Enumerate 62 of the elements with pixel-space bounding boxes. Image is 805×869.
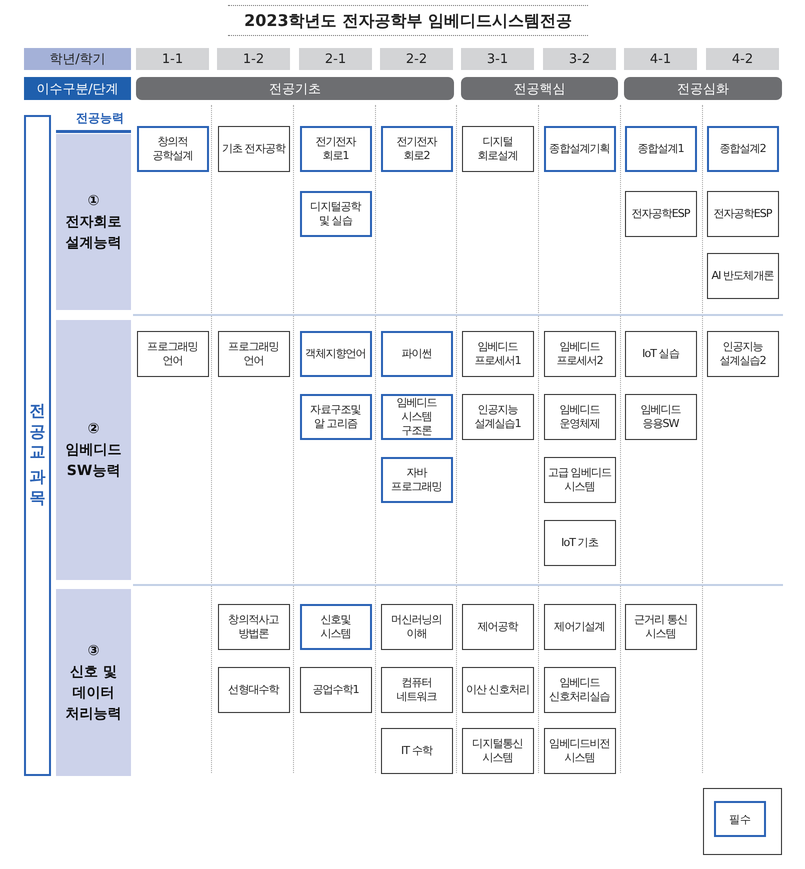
competency-panel: ③ 신호 및 데이터 처리능력 (56, 589, 131, 776)
course-box: 종합설계기획 (544, 126, 616, 172)
course-box: 공업수학1 (300, 667, 372, 713)
course-box: 전자공학ESP (624, 191, 696, 237)
course-box: 임베디드 응용SW (624, 394, 696, 440)
semester-cell: 3-2 (543, 48, 616, 70)
course-box: 자바 프로그래밍 (380, 457, 452, 503)
legend-sample: 필수 (714, 801, 766, 837)
course-box: 임베디드 신호처리실습 (544, 667, 616, 713)
course-box: 창의적 공학설계 (136, 126, 208, 172)
course-box: AI 반도체개론 (706, 253, 778, 299)
competency-panel: ② 임베디드 SW능력 (56, 320, 131, 580)
competency-panel: ① 전자회로 설계능력 (56, 134, 131, 310)
course-box: 고급 임베디드 시스템 (544, 457, 616, 503)
course-box: 자료구조및 알 고리즘 (300, 394, 372, 440)
course-box: 종합설계1 (624, 126, 696, 172)
course-box: 객체지향언어 (300, 331, 372, 377)
course-box: 임베디드 시스템 구조론 (380, 394, 452, 440)
title: 2023학년도 전자공학부 임베디드시스템전공 (243, 10, 573, 32)
course-box: 인공지능 설계실습2 (706, 331, 778, 377)
header-cell: 이수구분/단계 (24, 77, 131, 100)
course-box: 이산 신호처리 (462, 667, 534, 713)
course-box: 근거리 통신 시스템 (624, 604, 696, 650)
semester-cell: 4-2 (706, 48, 779, 70)
course-box: 전자공학ESP (706, 191, 778, 237)
course-box: 컴퓨터 네트워크 (380, 667, 452, 713)
course-box: 제어공학 (462, 604, 534, 650)
stage-band: 전공핵심 (461, 77, 618, 100)
course-box: 선형대수학 (218, 667, 290, 713)
course-box: 종합설계2 (706, 126, 778, 172)
course-box: 기초 전자공학 (218, 126, 290, 172)
stage-band: 전공기초 (136, 77, 454, 100)
course-box: 디지털통신 시스템 (462, 728, 534, 774)
semester-cell: 2-2 (380, 48, 453, 70)
course-box: 디지털 회로설계 (462, 126, 534, 172)
course-box: IoT 실습 (624, 331, 696, 377)
course-box: 임베디드 프로세서1 (462, 331, 534, 377)
header-cell: 학년/학기 (24, 48, 131, 70)
course-box: 제어기설계 (544, 604, 616, 650)
course-box: 창의적사고 방법론 (218, 604, 290, 650)
stage-band: 전공심화 (624, 77, 782, 100)
category-box: 전공교과목 (24, 115, 51, 776)
course-box: 파이썬 (380, 331, 452, 377)
course-box: 인공지능 설계실습1 (462, 394, 534, 440)
course-box: 전기전자 회로1 (300, 126, 372, 172)
course-box: IoT 기초 (544, 520, 616, 566)
course-box: 임베디드 운영체제 (544, 394, 616, 440)
course-box: 전기전자 회로2 (380, 126, 452, 172)
course-box: 신호및 시스템 (300, 604, 372, 650)
course-box: 프로그래밍 언어 (218, 331, 290, 377)
course-box: IT 수학 (380, 728, 452, 774)
course-box: 디지털공학 및 실습 (300, 191, 372, 237)
course-box: 머신러닝의 이해 (380, 604, 452, 650)
semester-cell: 3-1 (461, 48, 534, 70)
semester-cell: 4-1 (624, 48, 697, 70)
course-box: 임베디드비전 시스템 (544, 728, 616, 774)
semester-cell: 1-2 (217, 48, 290, 70)
section-label: 전공능력 (75, 110, 125, 126)
course-box: 프로그래밍 언어 (136, 331, 208, 377)
course-box: 임베디드 프로세서2 (544, 331, 616, 377)
semester-cell: 1-1 (136, 48, 209, 70)
semester-cell: 2-1 (299, 48, 372, 70)
